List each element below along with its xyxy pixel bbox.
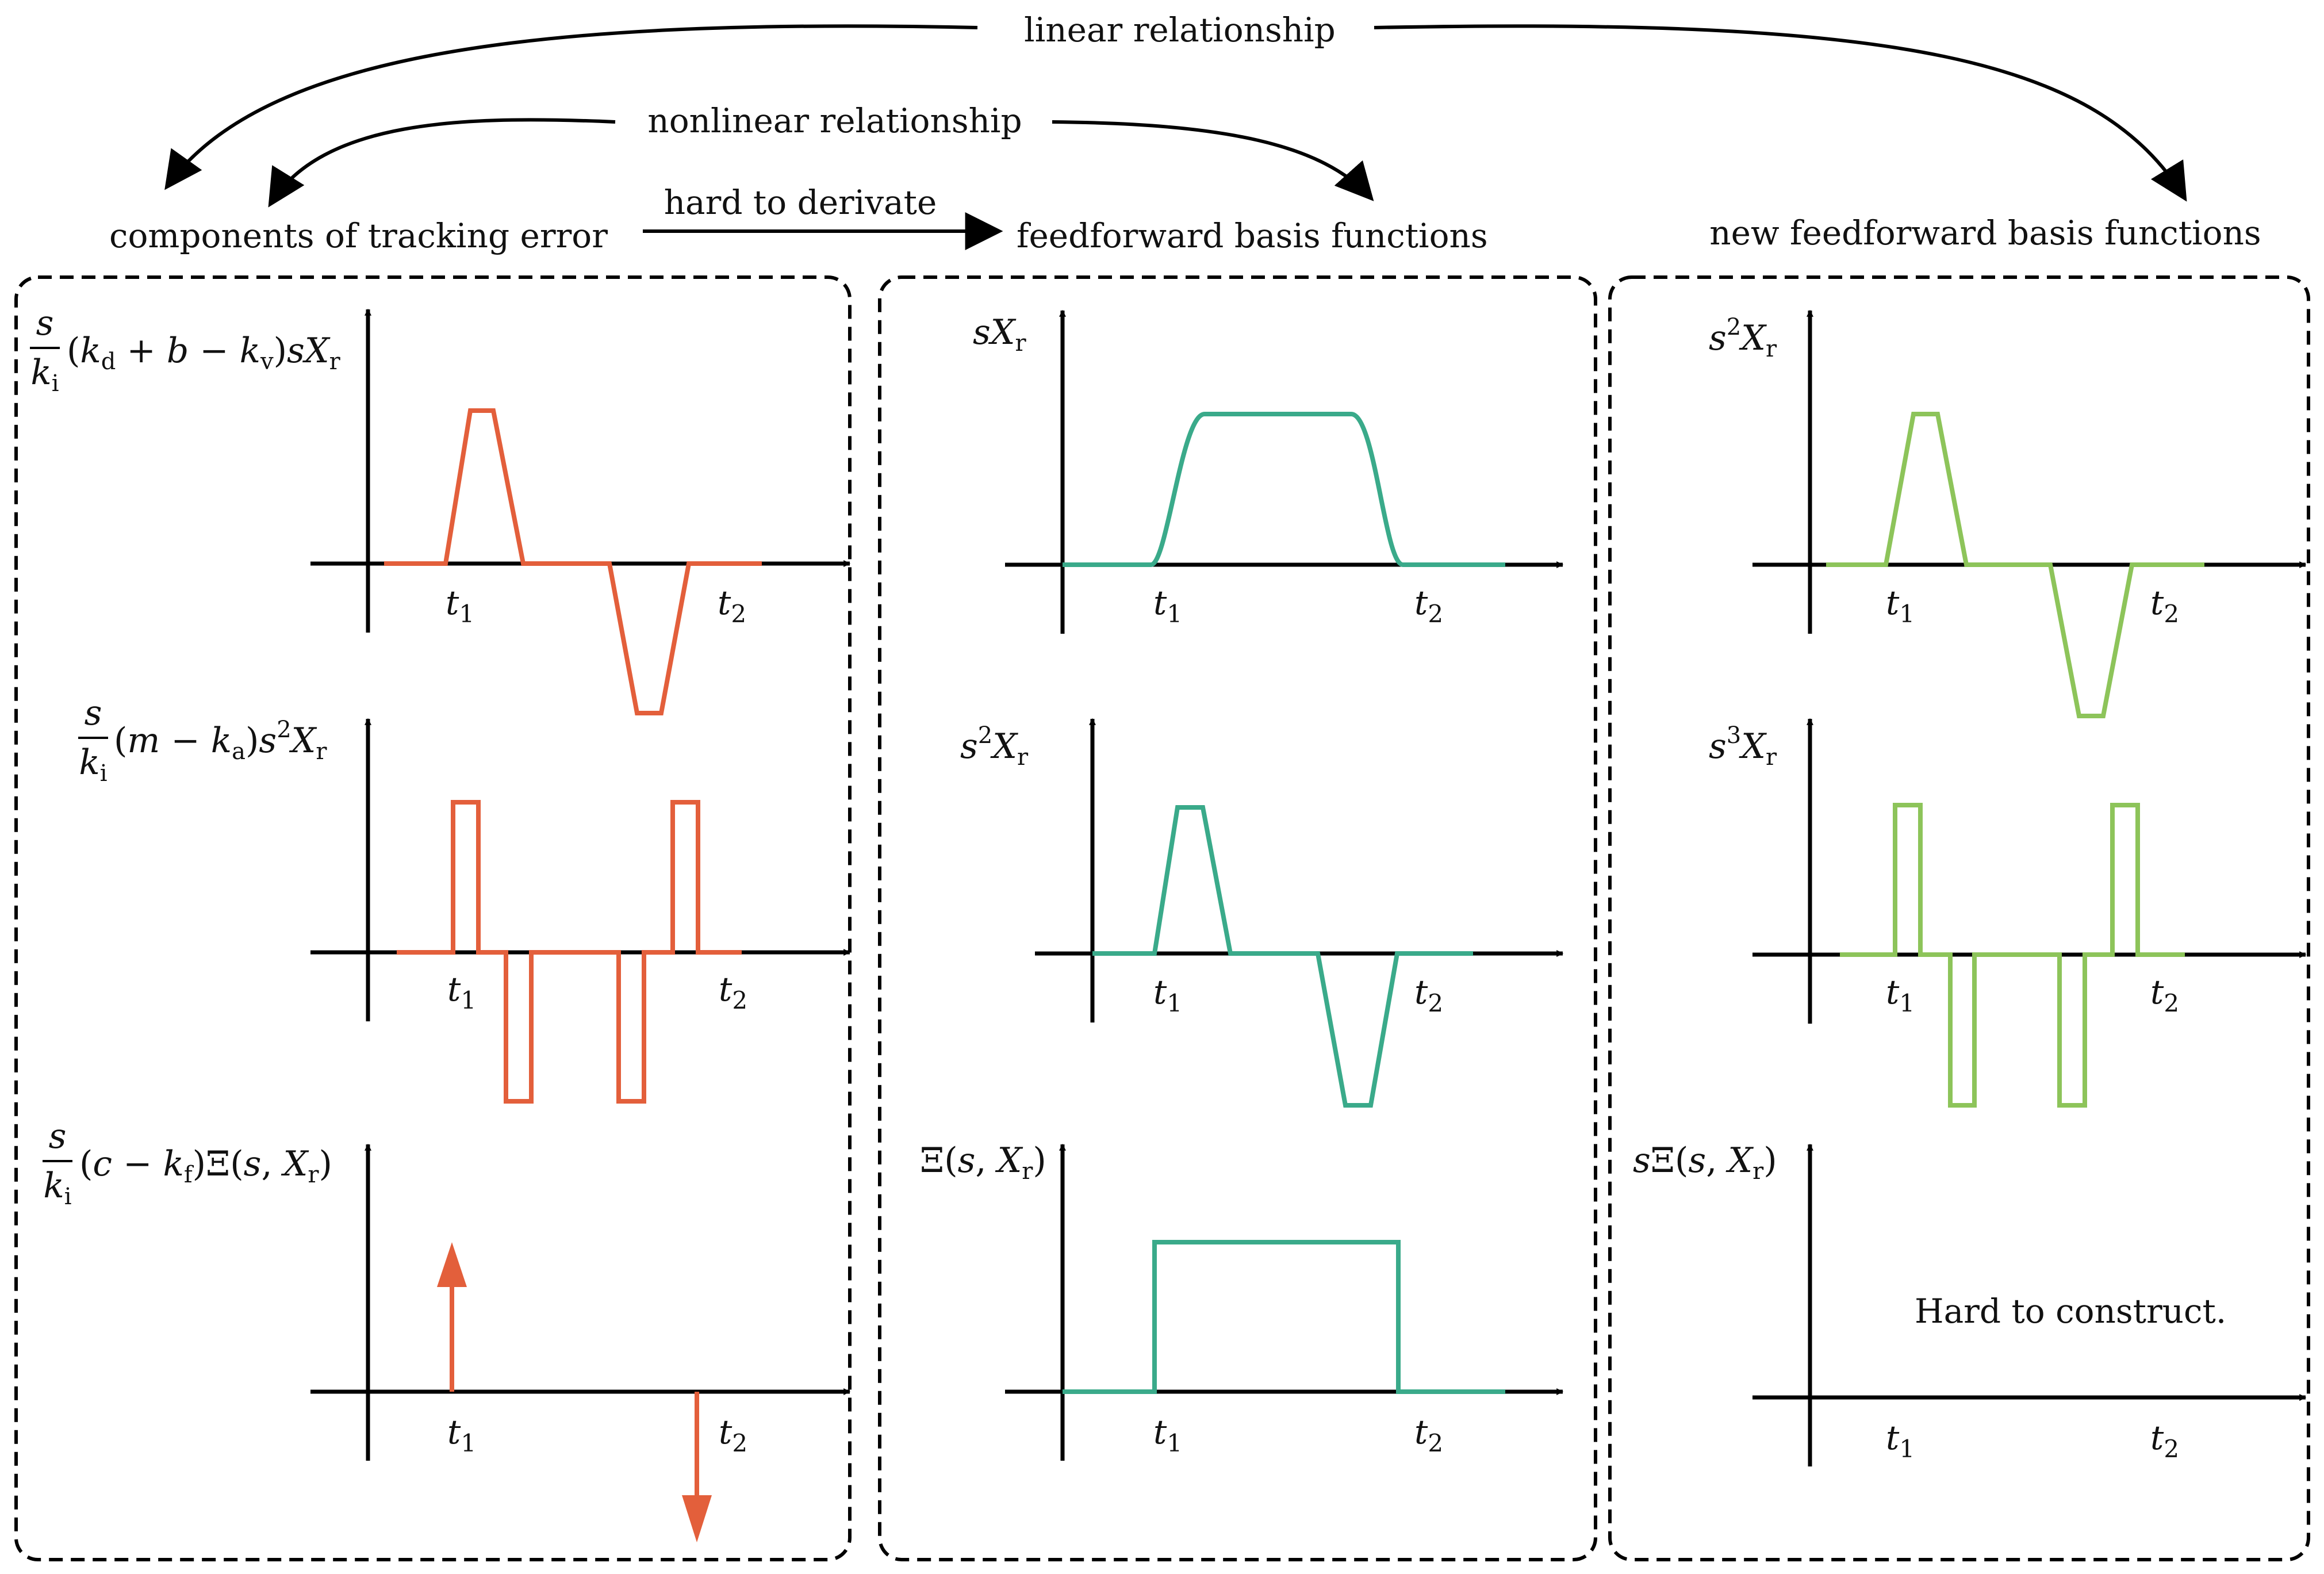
label-new-basis-2: s3Xr: [1709, 722, 1777, 771]
label-new-basis-3: sΞ(s, Xr): [1633, 1140, 1777, 1185]
label-basis-3: Ξ(s, Xr): [920, 1140, 1046, 1185]
svg-text:s: s: [36, 303, 54, 343]
nonlinear-arrow-right: [1052, 120, 1374, 201]
hard-to-construct-note: Hard to construct.: [1915, 1292, 2226, 1331]
tick-t1-basis-2: t1: [1153, 972, 1182, 1017]
svg-text:ki: ki: [79, 742, 107, 787]
signal-error-2: [397, 800, 742, 1104]
impulse-down-arrowhead: [682, 1495, 712, 1542]
svg-text:ki: ki: [30, 353, 59, 397]
label-new-basis-1: s2Xr: [1709, 314, 1777, 362]
hard-to-derivate-label: hard to derivate: [664, 183, 937, 222]
svg-text:ki: ki: [43, 1166, 71, 1210]
tick-t2-new-basis-3: t2: [2150, 1418, 2179, 1463]
tick-t1-new-basis-2: t1: [1886, 972, 1915, 1017]
label-basis-1: sXr: [973, 312, 1027, 357]
tick-t1-new-basis-1: t1: [1886, 583, 1915, 628]
label-error-2: s ki (m − ka)s2Xr: [78, 693, 327, 787]
signal-new-basis-1: [1826, 412, 2204, 718]
tick-t2-error-2: t2: [719, 970, 747, 1014]
new-basis-panel: [1608, 275, 2310, 1561]
components-of-tracking-error-label: components of tracking error: [109, 216, 608, 255]
signal-new-basis-2: [1840, 803, 2185, 1108]
svg-text:(kd + b − kv)sXr: (kd + b − kv)sXr: [67, 331, 341, 375]
impulse-up-arrowhead: [437, 1242, 467, 1287]
signal-error-1: [384, 408, 762, 715]
linear-arrow-left: [164, 24, 978, 190]
tick-t1-error-2: t1: [447, 970, 476, 1014]
svg-text:s: s: [49, 1116, 67, 1156]
tick-t1-error-3: t1: [447, 1412, 476, 1457]
tick-t2-error-3: t2: [719, 1412, 747, 1457]
tick-t1-error-1: t1: [446, 583, 474, 628]
nonlinear-relationship-label: nonlinear relationship: [647, 101, 1022, 140]
tick-t1-basis-3: t1: [1153, 1412, 1182, 1457]
label-error-3: s ki (c − kf)Ξ(s, Xr): [43, 1116, 332, 1210]
tick-t2-new-basis-1: t2: [2150, 583, 2179, 628]
signal-basis-2: [1092, 805, 1473, 1108]
svg-text:(c − kf)Ξ(s, Xr): (c − kf)Ξ(s, Xr): [79, 1144, 332, 1188]
tick-t2-error-1: t2: [718, 583, 746, 628]
axes-layer: [310, 308, 2307, 1466]
signal-basis-1: [1063, 412, 1505, 567]
nonlinear-arrow-left: [268, 118, 616, 208]
tick-t1-new-basis-3: t1: [1886, 1418, 1915, 1463]
tick-t2-basis-2: t2: [1414, 972, 1443, 1017]
tick-t2-basis-1: t2: [1414, 583, 1443, 628]
label-basis-2: s2Xr: [960, 722, 1029, 771]
tick-t2-new-basis-2: t2: [2150, 972, 2179, 1017]
ticks-layer: t1 t2 t1 t2 t1 t2 t1 t2 t1 t2 t1 t2 t1 t2 t1 t2 t1 t2: [446, 583, 2179, 1463]
label-error-1: s ki (kd + b − kv)sXr: [30, 303, 341, 397]
feedforward-basis-functions-label: feedforward basis functions: [1017, 216, 1488, 255]
tick-t2-basis-3: t2: [1414, 1412, 1443, 1457]
svg-text:(m − ka)s2Xr: (m − ka)s2Xr: [114, 717, 327, 765]
signal-basis-3: [1063, 1240, 1505, 1394]
linear-arrow-right: [1374, 24, 2187, 202]
tick-t1-basis-1: t1: [1153, 583, 1182, 628]
new-feedforward-basis-functions-label: new feedforward basis functions: [1709, 213, 2261, 252]
components-panel: [14, 275, 852, 1561]
basis-panel: [878, 275, 1597, 1561]
svg-text:s: s: [85, 693, 102, 733]
linear-relationship-label: linear relationship: [1024, 10, 1336, 49]
